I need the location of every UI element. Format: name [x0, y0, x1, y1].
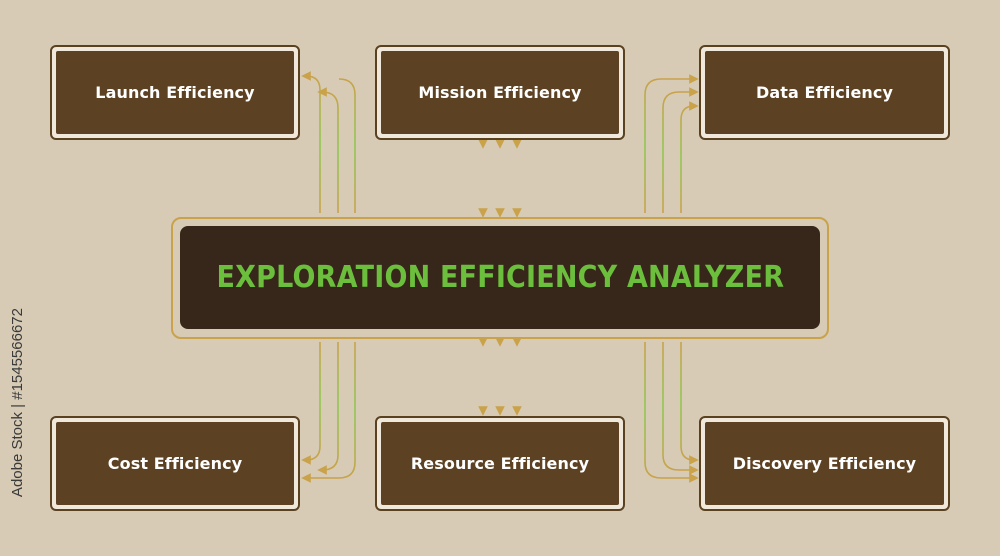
- center-frame: [171, 217, 829, 339]
- cost-efficiency-box: Cost Efficiency: [50, 416, 300, 511]
- resource-efficiency-box: Resource Efficiency: [375, 416, 625, 511]
- data-connectors: [644, 74, 699, 213]
- center-title-box: EXPLORATION EFFICIENCY ANALYZER: [180, 226, 820, 329]
- launch-efficiency-label: Launch Efficiency: [56, 51, 294, 134]
- resource-efficiency-label: Resource Efficiency: [381, 422, 619, 505]
- mission-connectors: [478, 139, 522, 218]
- launch-connectors: [301, 71, 356, 213]
- center-title: EXPLORATION EFFICIENCY ANALYZER: [216, 260, 784, 295]
- resource-connectors: [478, 337, 522, 416]
- discovery-efficiency-box: Discovery Efficiency: [699, 416, 950, 511]
- stock-id-text: Adobe Stock | #1545566672: [9, 308, 26, 498]
- mission-efficiency-label: Mission Efficiency: [381, 51, 619, 134]
- mission-efficiency-box: Mission Efficiency: [375, 45, 625, 140]
- launch-efficiency-box: Launch Efficiency: [50, 45, 300, 140]
- discovery-connectors: [644, 342, 699, 483]
- cost-connectors: [301, 342, 356, 483]
- data-efficiency-box: Data Efficiency: [699, 45, 950, 140]
- cost-efficiency-label: Cost Efficiency: [56, 422, 294, 505]
- discovery-efficiency-label: Discovery Efficiency: [705, 422, 944, 505]
- data-efficiency-label: Data Efficiency: [705, 51, 944, 134]
